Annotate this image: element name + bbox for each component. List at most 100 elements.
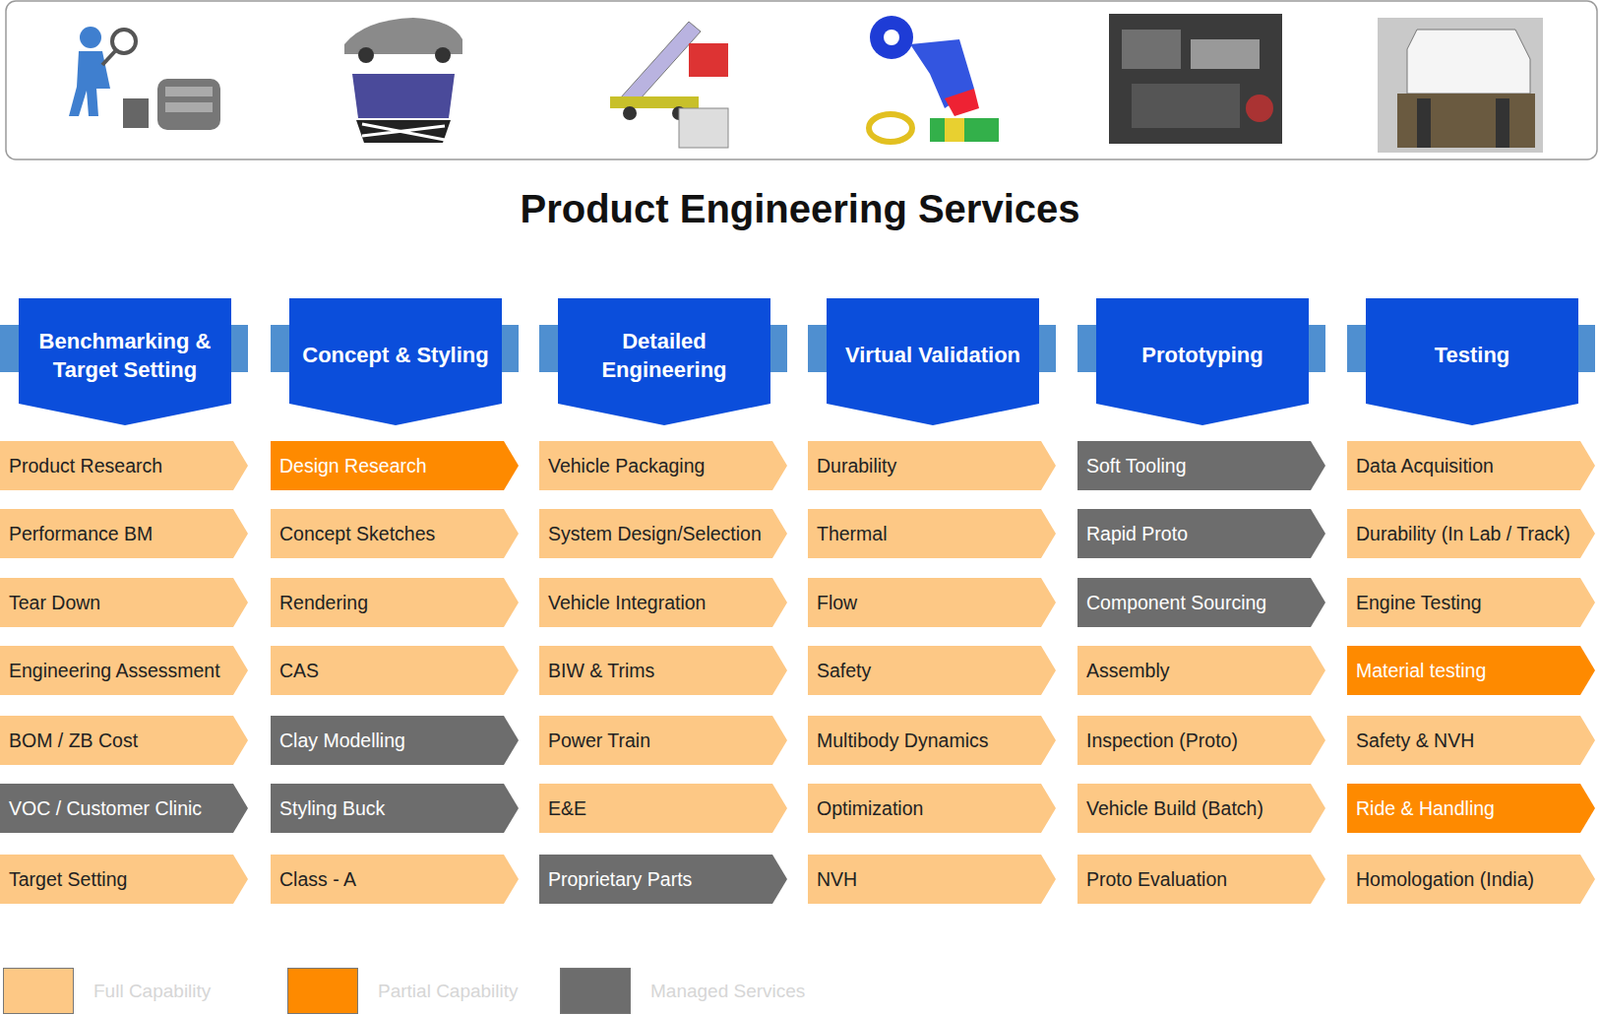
service-text: Vehicle Build (Batch) [1086,797,1264,820]
service-arrow: Vehicle Build (Batch) [1077,783,1326,833]
header-text: Concept & Styling [289,340,502,370]
service-text: Homologation (India) [1355,867,1535,891]
service-arrow: Ride & Handling [1347,783,1596,833]
service-text: Ride & Handling [1355,797,1495,820]
legend-swatch [559,967,631,1014]
stage-header: Virtual Validation [826,298,1040,426]
service-text: Engine Testing [1355,591,1482,615]
service-arrow: Rendering [270,577,519,627]
service-text: VOC / Customer Clinic [8,797,202,820]
engine-photo [1108,13,1283,144]
service-text: Tear Down [8,591,101,615]
service-arrow: Product Research [0,440,248,491]
service-arrow: Clay Modelling [270,715,519,765]
service-arrow: BIW & Trims [539,645,788,695]
stage-header: Prototyping [1096,298,1309,426]
service-text: BIW & Trims [548,659,655,682]
service-arrow: Engineering Assessment [0,645,248,695]
legend-text: Managed Services [650,980,805,1002]
stage-header: Testing [1365,298,1579,426]
service-arrow: Vehicle Integration [539,577,788,627]
service-arrow: Rapid Proto [1077,508,1326,558]
service-text: Safety [816,659,871,682]
service-text: Product Research [8,454,163,478]
service-arrow: Tear Down [0,577,248,627]
header-side-bars [0,324,1596,372]
service-text: Durability [816,454,897,478]
service-arrow: Vehicle Packaging [539,440,788,491]
service-arrow: Inspection (Proto) [1077,715,1326,765]
service-text: Class - A [279,867,357,891]
service-arrow: Performance BM [0,508,248,558]
service-text: Proto Evaluation [1086,867,1228,891]
service-text: Concept Sketches [279,522,435,546]
header-text: Detailed Engineering [557,326,771,384]
service-text: Assembly [1086,659,1170,682]
service-arrow: BOM / ZB Cost [0,715,248,765]
service-arrow: Durability (In Lab / Track) [1347,508,1596,558]
service-arrow: Class - A [270,854,519,904]
service-text: System Design/Selection [548,522,762,546]
service-arrow: Proprietary Parts [539,854,788,904]
header-text: Prototyping [1096,340,1309,370]
diagram-title: Product Engineering Services [0,186,1600,232]
service-arrow: Styling Buck [270,783,519,833]
service-text: Proprietary Parts [548,867,692,891]
service-text: Inspection (Proto) [1086,729,1238,752]
stage-header: Benchmarking & Target Setting [18,298,232,426]
service-text: Engineering Assessment [8,659,221,682]
service-arrow: Multibody Dynamics [807,715,1056,765]
service-arrow: Power Train [539,715,788,765]
service-text: Vehicle Integration [548,591,706,615]
service-arrow: Optimization [807,783,1056,833]
van-test-rig-photo [1377,17,1543,153]
header-text: Benchmarking & Target Setting [18,326,232,384]
header-text: Testing [1365,340,1579,370]
service-text: Power Train [548,729,651,752]
service-text: Rapid Proto [1086,522,1188,546]
service-arrow: Data Acquisition [1347,440,1596,491]
service-arrow: Safety [807,645,1056,695]
stage-header: Concept & Styling [289,298,502,426]
service-arrow: Durability [807,440,1056,491]
legend-text: Partial Capability [377,980,519,1002]
legend-text: Full Capability [93,980,211,1002]
benchmark-illustration [68,26,221,130]
service-arrow: Engine Testing [1347,577,1596,627]
service-text: Styling Buck [279,797,385,820]
service-arrow: Soft Tooling [1077,440,1326,491]
service-text: Vehicle Packaging [548,454,705,478]
service-text: BOM / ZB Cost [8,729,138,752]
service-text: Material testing [1355,659,1486,682]
service-text: Multibody Dynamics [816,729,988,752]
service-text: E&E [548,797,587,820]
service-arrow: Safety & NVH [1347,715,1596,765]
service-text: Component Sourcing [1086,591,1267,615]
service-text: Clay Modelling [279,729,406,752]
service-text: Durability (In Lab / Track) [1355,522,1571,546]
service-arrow: Thermal [807,508,1056,558]
service-arrow: System Design/Selection [539,508,788,558]
stage-header: Detailed Engineering [557,298,771,426]
service-text: Rendering [279,591,369,615]
service-arrow: Concept Sketches [270,508,519,558]
service-arrow: E&E [539,783,788,833]
service-arrow: NVH [807,854,1056,904]
legend-swatch [287,967,359,1014]
service-arrow: CAS [270,645,519,695]
service-text: Optimization [816,797,924,820]
car-styling-illustration [344,17,463,143]
service-arrow: Homologation (India) [1347,854,1596,904]
service-arrow: Proto Evaluation [1077,854,1326,904]
legend-swatch [2,967,74,1014]
service-arrow: Design Research [270,440,519,491]
service-text: Data Acquisition [1355,454,1494,478]
service-text: Design Research [279,454,428,478]
service-arrow: Assembly [1077,645,1326,695]
service-text: Thermal [816,522,888,546]
service-arrow: Component Sourcing [1077,577,1326,627]
service-text: Performance BM [8,522,153,546]
service-arrow: Flow [807,577,1056,627]
service-text: Safety & NVH [1355,729,1475,752]
header-text: Virtual Validation [826,340,1040,370]
